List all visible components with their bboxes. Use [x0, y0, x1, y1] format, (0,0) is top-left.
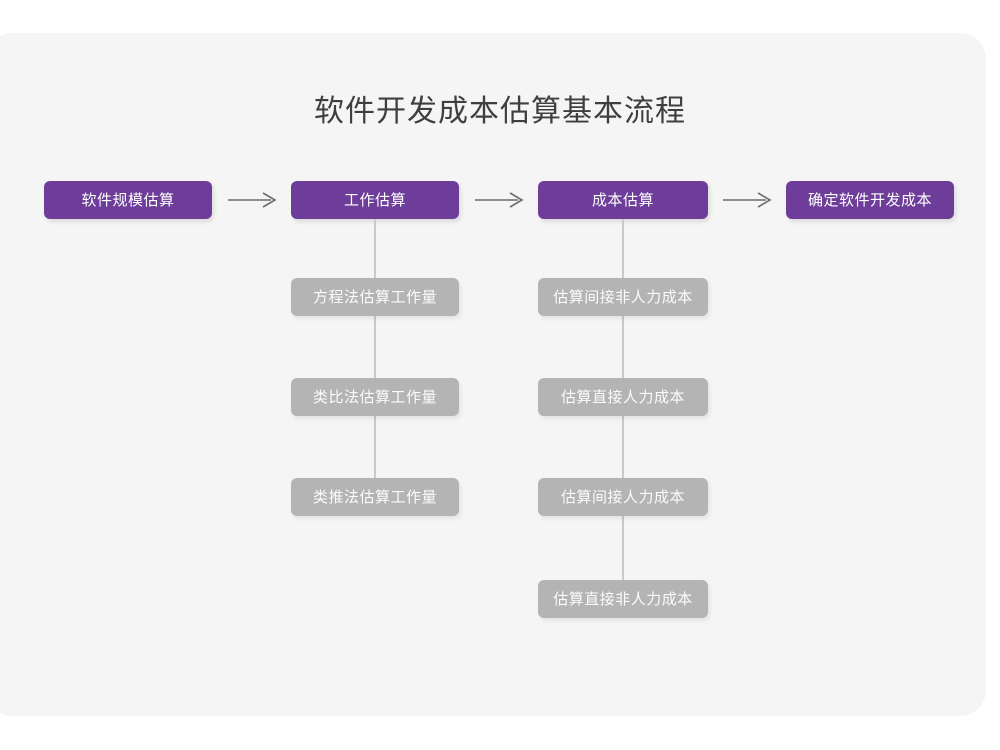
arrow-right-icon-3	[721, 188, 775, 212]
branch-node-analogy-method-effort[interactable]: 类比法估算工作量	[291, 378, 459, 416]
arrow-right-icon-1	[226, 188, 280, 212]
flow-node-software-scale-estimation[interactable]: 软件规模估算	[44, 181, 212, 219]
page-title: 软件开发成本估算基本流程	[314, 95, 686, 128]
branch-node-equation-method-effort[interactable]: 方程法估算工作量	[291, 278, 459, 316]
flow-node-cost-estimation[interactable]: 成本估算	[538, 181, 708, 219]
flow-node-determine-development-cost[interactable]: 确定软件开发成本	[786, 181, 954, 219]
branch-connector-left	[374, 219, 376, 479]
branch-node-direct-labor-cost[interactable]: 估算直接人力成本	[538, 378, 708, 416]
branch-node-indirect-nonlabor-cost[interactable]: 估算间接非人力成本	[538, 278, 708, 316]
arrow-right-icon-2	[473, 188, 527, 212]
flow-node-effort-estimation[interactable]: 工作估算	[291, 181, 459, 219]
branch-node-indirect-labor-cost[interactable]: 估算间接人力成本	[538, 478, 708, 516]
branch-node-extrapolation-method-effort[interactable]: 类推法估算工作量	[291, 478, 459, 516]
diagram-card	[0, 33, 986, 716]
branch-node-direct-nonlabor-cost[interactable]: 估算直接非人力成本	[538, 580, 708, 618]
